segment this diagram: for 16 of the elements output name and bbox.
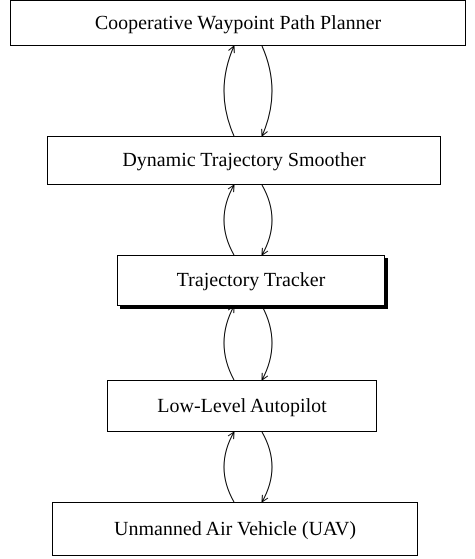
arrow (224, 184, 234, 256)
box-label: Unmanned Air Vehicle (UAV) (114, 518, 356, 540)
arrow (262, 184, 272, 256)
process-box (52, 502, 418, 556)
box-label: Cooperative Waypoint Path Planner (94, 12, 382, 34)
arrow (262, 432, 272, 502)
process-box (107, 380, 377, 432)
process-box (117, 255, 385, 306)
box-label: Trajectory Tracker (176, 269, 326, 292)
process-box (10, 0, 466, 46)
arrow (224, 46, 236, 136)
arrow (260, 46, 272, 136)
arrow (224, 432, 234, 502)
process-box (47, 136, 441, 185)
box-label: Low-Level Autopilot (157, 394, 327, 418)
box-label: Dynamic Trajectory Smoother (122, 149, 366, 172)
